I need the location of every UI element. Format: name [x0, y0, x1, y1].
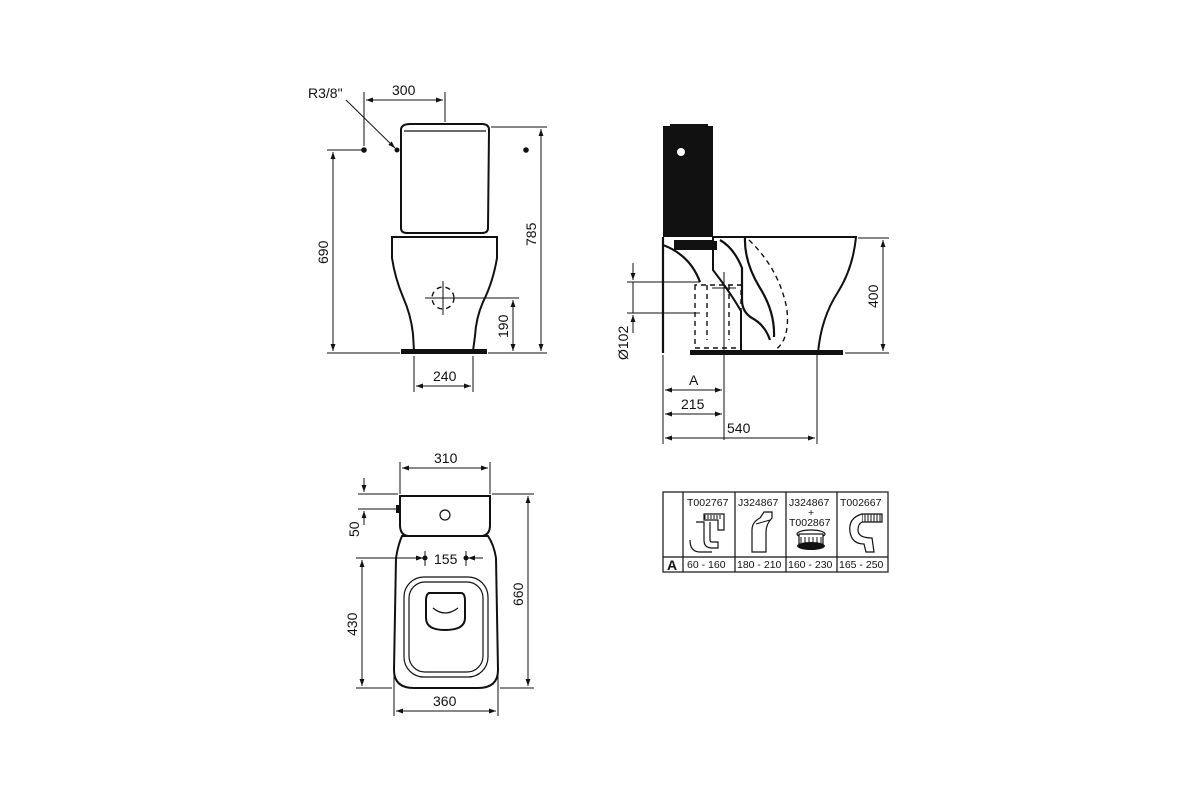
plus-sign: + [808, 507, 814, 519]
connector-code-2: J324867 [738, 497, 778, 509]
cistern-front [400, 123, 491, 234]
cistern-top [399, 495, 491, 537]
table-row-label: A [667, 557, 677, 573]
dim-bowl-height: 400 [865, 284, 881, 308]
inlet-point-left [361, 147, 367, 153]
dim-pipe-diameter: Ø102 [615, 326, 631, 360]
connector-code-3b: T002867 [789, 517, 831, 529]
seat-inner [408, 581, 484, 673]
trapway-rear [743, 236, 776, 338]
connector-table: A T002767 60 - 160 J324867 180 - 210 J32… [662, 491, 889, 573]
dim-a-label: A [689, 372, 699, 388]
flush-button [677, 148, 685, 156]
dim-height-tank: 785 [523, 222, 539, 246]
connector-code-4: T002667 [840, 497, 882, 509]
connector-range-4: 165 - 250 [839, 559, 884, 571]
seat-outline [403, 576, 489, 678]
cistern-valve [703, 241, 717, 250]
bowl-opening [425, 592, 466, 632]
connector-with-seal-icon [796, 529, 826, 550]
dim-width-top: 300 [392, 82, 416, 98]
floor-base-side [690, 350, 843, 355]
dim-tank-width: 310 [434, 450, 458, 466]
dim-height-total: 690 [315, 240, 331, 264]
connector-range-1: 60 - 160 [687, 559, 726, 571]
cistern-side [663, 126, 713, 237]
dim-fixing-spacing: 155 [434, 551, 458, 567]
offset-pan-connector-icon [751, 511, 773, 553]
top-view: 310 50 155 430 660 360 [344, 450, 534, 716]
dim-depth: 540 [727, 420, 751, 436]
dim-wall-gap: 50 [346, 521, 362, 537]
seal-curve [662, 243, 702, 283]
dim-base-width: 240 [433, 368, 457, 384]
thread-label: R3/8" [308, 85, 343, 101]
bowl-front [391, 236, 498, 352]
flush-button-top [439, 509, 451, 521]
rim-hidden-line [748, 239, 789, 351]
connector-range-2: 180 - 210 [737, 559, 782, 571]
side-view: Ø102 400 A 215 540 [615, 124, 889, 444]
dim-seat-length: 430 [344, 612, 360, 636]
connector-code-1: T002767 [687, 497, 729, 509]
front-view: R3/8" 300 690 785 190 240 [308, 82, 547, 392]
outlet-pipe-hidden [694, 284, 742, 349]
bowl-water-line [432, 607, 459, 614]
dim-total-length: 660 [510, 582, 526, 606]
floor-base [401, 349, 487, 354]
s-trap-connector-icon [849, 513, 883, 553]
trapway-front [719, 239, 772, 341]
elbow-bend-icon [689, 513, 725, 553]
dim-bowl-width: 360 [433, 693, 457, 709]
inlet-point-right [523, 147, 529, 153]
connector-range-3: 160 - 230 [788, 559, 833, 571]
inlet-valve [394, 147, 400, 153]
dim-outlet-height: 190 [495, 314, 511, 338]
inlet-stub [396, 505, 400, 513]
cistern-seal [674, 240, 712, 250]
thread-leader [345, 99, 396, 149]
dim-outlet-distance: 215 [681, 396, 705, 412]
connector-code-3: J324867 [789, 497, 829, 509]
pipe-hidden-inner [706, 285, 730, 340]
cistern-side-lid [670, 124, 708, 131]
